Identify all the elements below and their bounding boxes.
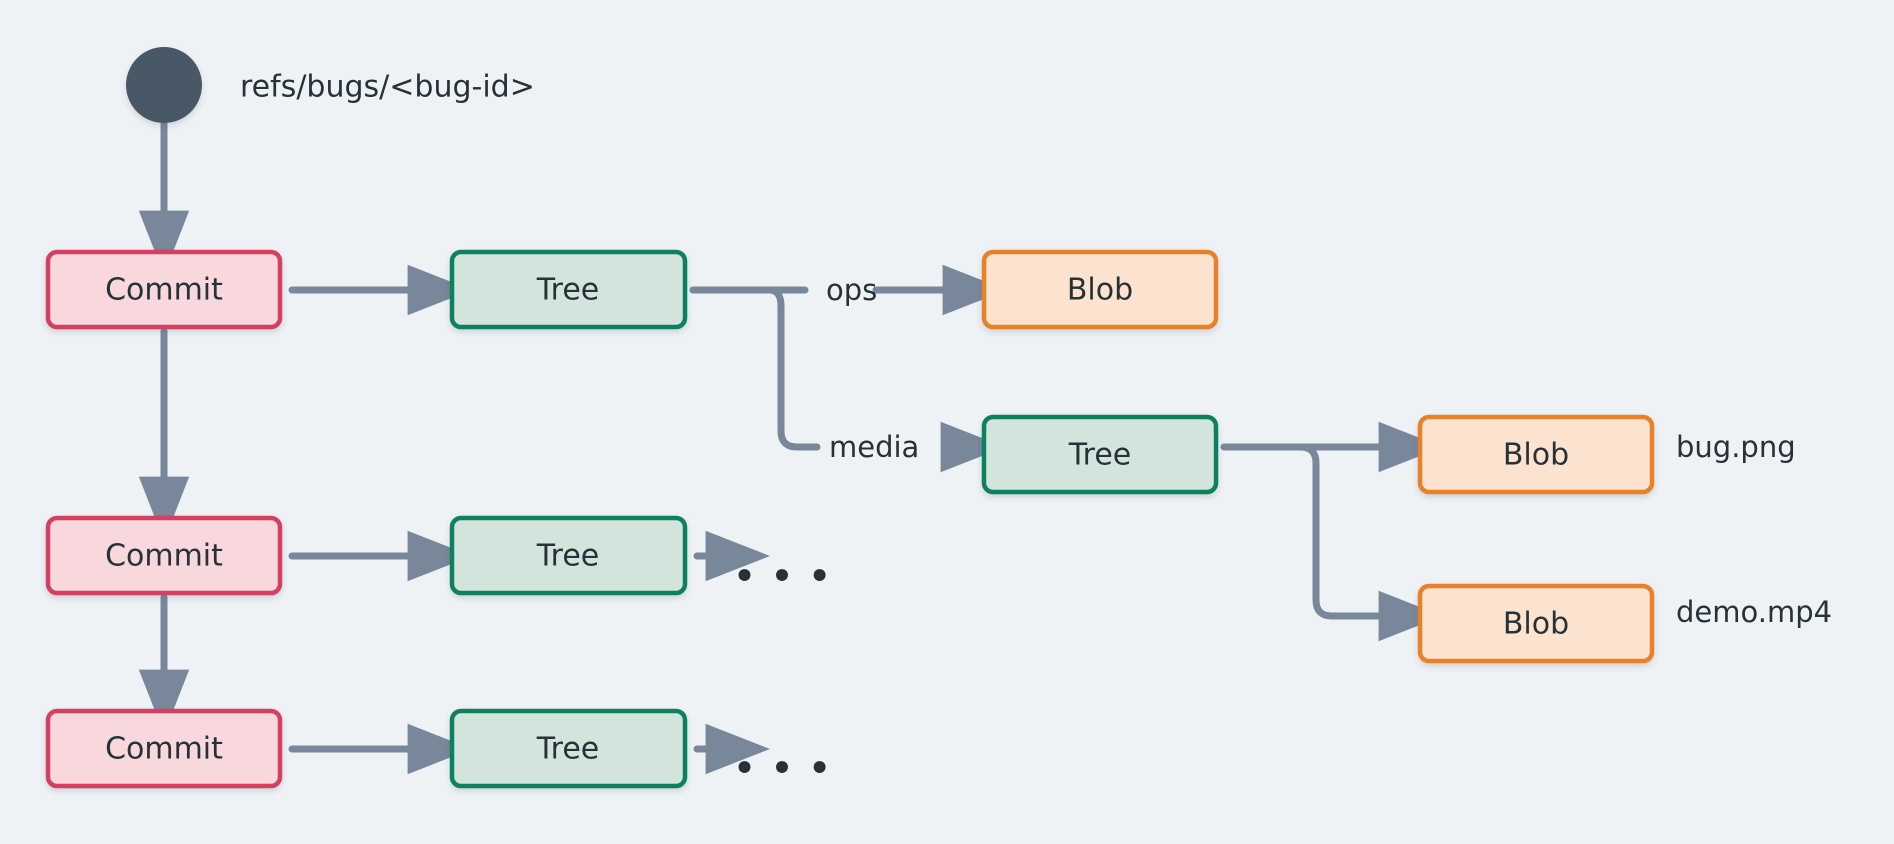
node-tree3[interactable]: Tree bbox=[449, 515, 688, 596]
ref-marker-group[interactable]: refs/bugs/<bug-id> bbox=[126, 47, 535, 123]
node-tree2-box[interactable] bbox=[981, 414, 1219, 495]
node-commit2-box[interactable] bbox=[45, 515, 283, 596]
edge-tree2-to-blob3 bbox=[1296, 443, 1444, 642]
node-blob3-box[interactable] bbox=[1417, 583, 1655, 664]
ref-label: refs/bugs/<bug-id> bbox=[240, 70, 535, 105]
node-blob1-label: Blob bbox=[1067, 273, 1133, 308]
node-commit3-box[interactable] bbox=[45, 708, 283, 789]
node-commit1-box[interactable] bbox=[45, 249, 283, 330]
node-tree2[interactable]: Tree bbox=[981, 414, 1219, 495]
ref-marker-dot[interactable] bbox=[126, 47, 202, 123]
node-blob1[interactable]: Blob bbox=[981, 249, 1219, 330]
node-commit3-label: Commit bbox=[105, 732, 223, 767]
node-blob1-box[interactable] bbox=[981, 249, 1219, 330]
node-tree2-label: Tree bbox=[1068, 438, 1132, 473]
node-commit2-label: Commit bbox=[105, 539, 223, 574]
edge-label-media: media bbox=[829, 430, 919, 464]
node-tree3-label: Tree bbox=[536, 539, 600, 574]
node-tree4[interactable]: Tree bbox=[449, 708, 688, 789]
node-blob3[interactable]: Blob bbox=[1417, 583, 1655, 664]
node-tree4-label: Tree bbox=[536, 732, 600, 767]
node-commit1[interactable]: Commit bbox=[45, 249, 283, 330]
node-commit1-label: Commit bbox=[105, 273, 223, 308]
node-blob2[interactable]: Blob bbox=[1417, 414, 1655, 495]
edges-layer bbox=[138, 120, 1444, 775]
edge-tree1-branch-media bbox=[765, 286, 821, 451]
ellipsis-after-tree3: • • • bbox=[734, 557, 833, 597]
node-commit3[interactable]: Commit bbox=[45, 708, 283, 789]
node-tree1-box[interactable] bbox=[449, 249, 688, 330]
node-tree3-box[interactable] bbox=[449, 515, 688, 596]
node-commit2[interactable]: Commit bbox=[45, 515, 283, 596]
node-tree4-box[interactable] bbox=[449, 708, 688, 789]
node-blob2-box[interactable] bbox=[1417, 414, 1655, 495]
node-blob3-label: Blob bbox=[1503, 607, 1569, 642]
side-label-bug-png: bug.png bbox=[1676, 430, 1796, 464]
ellipsis-after-tree4: • • • bbox=[734, 749, 833, 789]
node-tree1[interactable]: Tree bbox=[449, 249, 688, 330]
node-tree1-label: Tree bbox=[536, 273, 600, 308]
edge-label-ops: ops bbox=[826, 273, 877, 307]
side-label-demo-mp4: demo.mp4 bbox=[1676, 595, 1832, 629]
node-blob2-label: Blob bbox=[1503, 438, 1569, 473]
